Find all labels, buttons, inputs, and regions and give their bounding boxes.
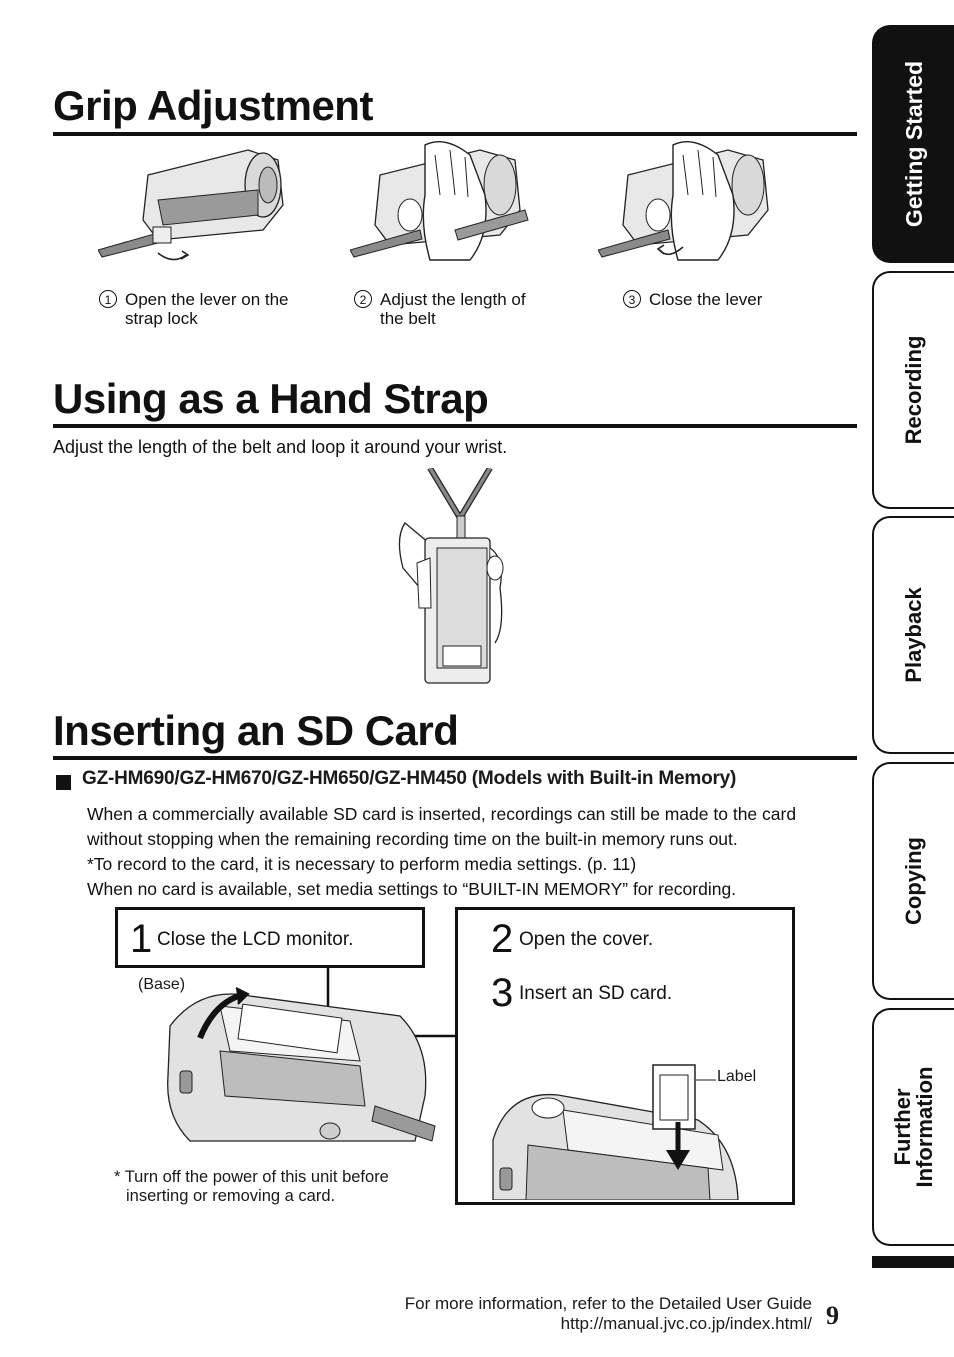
grip-step-3-text: Close the lever bbox=[649, 290, 763, 309]
footer-guide-text: For more information, refer to the Detai… bbox=[404, 1294, 812, 1313]
camcorder-adjust-belt-illustration bbox=[350, 141, 529, 261]
tab-recording-label: Recording bbox=[901, 335, 926, 445]
tab-getting-started-label: Getting Started bbox=[901, 60, 927, 228]
section-bullet-square bbox=[56, 775, 71, 790]
footer-url-link[interactable]: http://manual.jvc.co.jp/index.html/ bbox=[560, 1314, 812, 1333]
tab-recording[interactable]: Recording bbox=[872, 271, 954, 509]
step-number-badge: 2 bbox=[354, 290, 372, 308]
page-number: 9 bbox=[826, 1301, 839, 1330]
hand-strap-wrist-illustration bbox=[398, 468, 504, 684]
grip-step-2-text: Adjust the length of the belt bbox=[380, 290, 526, 328]
step-2-number: 2 bbox=[491, 917, 514, 961]
tab-further-information-label: Further Information bbox=[890, 1066, 937, 1188]
tab-copying-label: Copying bbox=[901, 837, 926, 925]
step-3-text: Insert an SD card. bbox=[519, 983, 673, 1004]
tab-playback-label: Playback bbox=[901, 587, 926, 683]
sd-card-heading: Inserting an SD Card bbox=[53, 707, 459, 754]
camcorder-strap-lock-open-illustration bbox=[98, 149, 284, 261]
grip-step-2: 2 Adjust the length of the belt bbox=[354, 290, 554, 332]
step-1-text: Close the LCD monitor. bbox=[157, 929, 354, 950]
step-number-badge: 3 bbox=[623, 290, 641, 308]
hand-strap-heading: Using as a Hand Strap bbox=[53, 375, 489, 422]
heading-rule bbox=[53, 132, 857, 136]
tab-bottom-bar bbox=[872, 1256, 954, 1268]
step-2-3-box: 2 Open the cover. 3 Insert an SD card. L… bbox=[455, 907, 795, 1205]
grip-adjustment-heading: Grip Adjustment bbox=[53, 82, 373, 129]
camcorder-close-lever-illustration bbox=[598, 141, 769, 261]
tab-playback[interactable]: Playback bbox=[872, 516, 954, 754]
tab-getting-started[interactable]: Getting Started bbox=[872, 25, 954, 263]
tab-copying[interactable]: Copying bbox=[872, 762, 954, 1000]
sd-card-paragraph-1: When a commercially available SD card is… bbox=[87, 804, 797, 824]
step-1-box: 1 Close the LCD monitor. bbox=[115, 907, 425, 968]
power-off-note-line-1: * Turn off the power of this unit before bbox=[114, 1168, 389, 1186]
grip-step-1-text: Open the lever on the strap lock bbox=[125, 290, 289, 328]
step-2-text: Open the cover. bbox=[519, 929, 654, 950]
heading-rule bbox=[53, 756, 857, 760]
grip-step-1: 1 Open the lever on the strap lock bbox=[99, 290, 299, 332]
sd-card-paragraph-3: *To record to the card, it is necessary … bbox=[87, 854, 637, 874]
sd-card-paragraph-4: When no card is available, set media set… bbox=[87, 879, 737, 899]
grip-step-3: 3 Close the lever bbox=[623, 290, 823, 312]
base-camera-illustration bbox=[167, 968, 455, 1142]
step-3-number: 3 bbox=[491, 971, 514, 1015]
hand-strap-instruction: Adjust the length of the belt and loop i… bbox=[53, 437, 508, 457]
step-1-number: 1 bbox=[130, 917, 153, 961]
step-number-badge: 1 bbox=[99, 290, 117, 308]
heading-rule bbox=[53, 424, 857, 428]
tab-further-information[interactable]: Further Information bbox=[872, 1008, 954, 1246]
sd-card-paragraph-2: without stopping when the remaining reco… bbox=[87, 829, 738, 849]
base-label: (Base) bbox=[138, 976, 186, 993]
card-label-callout: Label bbox=[717, 1068, 757, 1085]
models-subheading: GZ-HM690/GZ-HM670/GZ-HM650/GZ-HM450 (Mod… bbox=[82, 768, 737, 789]
sd-card-insert-illustration bbox=[492, 1064, 739, 1200]
power-off-note-line-2: inserting or removing a card. bbox=[126, 1187, 336, 1205]
